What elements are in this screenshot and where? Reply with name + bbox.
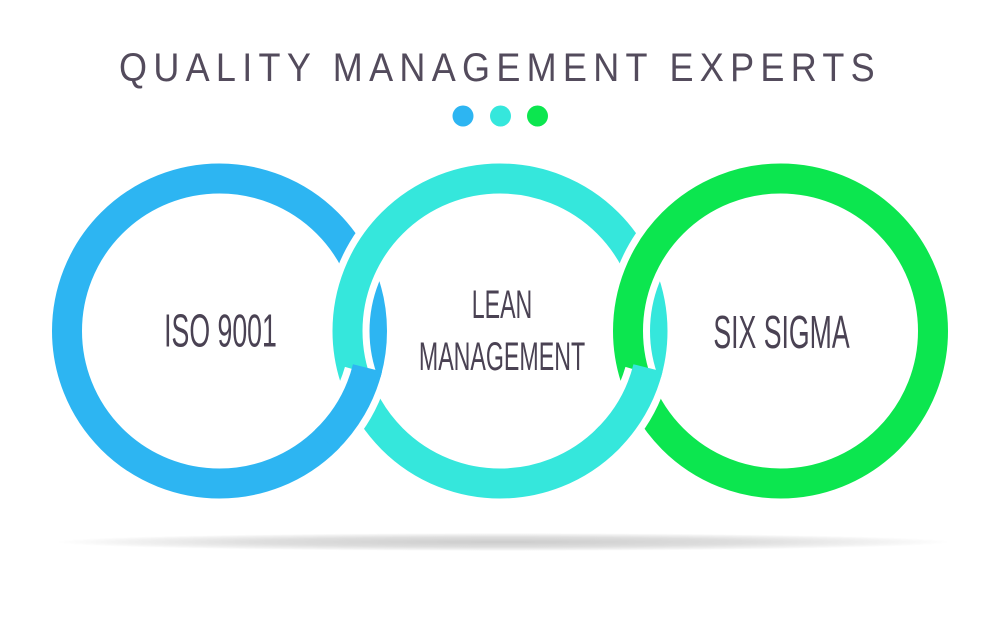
teal-dot-icon xyxy=(490,105,511,127)
ring-iso-9001-overlap-arc xyxy=(314,363,383,452)
ring-lean-management-circle xyxy=(332,163,668,499)
ground-shadow xyxy=(55,533,951,551)
ring-label-management: MANAGEMENT xyxy=(419,333,585,378)
ring-lean-management-overlap-arc xyxy=(595,363,663,452)
page-title: QUALITY MANAGEMENT EXPERTS xyxy=(119,46,881,90)
green-dot-icon xyxy=(527,105,548,127)
ring-iso-9001-circle xyxy=(52,163,387,499)
ring-six-sigma-circle xyxy=(613,163,948,499)
blue-dot-icon xyxy=(452,105,474,127)
ring-label-six-sigma: SIX SIGMA xyxy=(713,306,849,357)
ring-lean-management-overlap xyxy=(593,363,668,453)
ring-label-iso-9001: ISO 9001 xyxy=(164,305,277,356)
ring-lean-management xyxy=(325,156,675,506)
ring-iso-9001 xyxy=(52,163,387,499)
ring-label-lean: LEAN xyxy=(472,281,533,326)
ring-six-sigma xyxy=(606,156,955,506)
ring-iso-9001-overlap xyxy=(312,363,388,453)
title-accent-dots xyxy=(452,105,548,127)
